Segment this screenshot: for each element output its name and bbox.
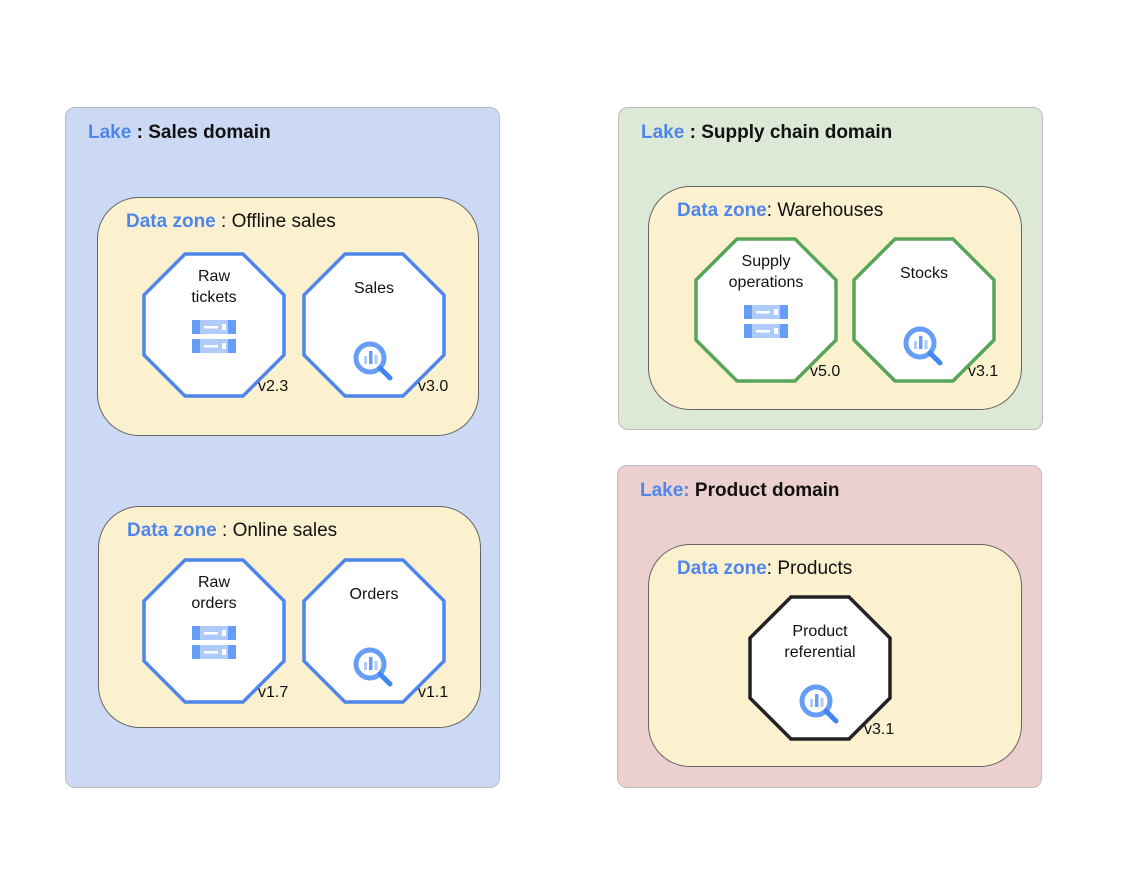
asset-stocks[interactable]: Stocks v3.1 (852, 237, 999, 383)
asset-supply-operations[interactable]: Supply operations v5.0 (694, 237, 841, 383)
version-label: v3.1 (864, 721, 895, 738)
bigquery-icon (352, 340, 396, 389)
asset-label: Stocks (899, 265, 948, 282)
zone-name: Online sales (232, 520, 338, 541)
version-label: v5.0 (810, 363, 841, 380)
storage-icon (192, 318, 236, 361)
version-label: v1.7 (258, 684, 289, 701)
zone-title: Data zone: Warehouses (677, 200, 884, 221)
bigquery-icon (798, 683, 842, 732)
lake-name: Sales domain (148, 122, 271, 143)
lake-name: Product domain (694, 480, 840, 501)
lake-name: Supply chain domain (701, 122, 893, 143)
asset-label: Orders (349, 586, 399, 603)
zone-name: Warehouses (777, 200, 884, 221)
asset-label: Raw orders (191, 574, 237, 612)
storage-icon (192, 624, 236, 667)
asset-orders[interactable]: Orders v1.1 (302, 558, 449, 704)
zone-title: Data zone : Offline sales (126, 211, 336, 232)
lake-title: Lake: Product domain (640, 480, 840, 501)
zone-name: Offline sales (231, 211, 336, 232)
zone-title: Data zone: Products (677, 558, 853, 579)
asset-product-referential[interactable]: Product referential v3.1 (748, 595, 895, 741)
asset-label: Supply operations (728, 253, 804, 291)
lake-title: Lake : Sales domain (88, 122, 271, 143)
asset-label: Sales (353, 280, 395, 297)
asset-raw-tickets[interactable]: Raw tickets v2.3 (142, 252, 289, 398)
storage-icon (744, 303, 788, 346)
version-label: v2.3 (258, 378, 289, 395)
version-label: v1.1 (418, 684, 449, 701)
zone-title: Data zone : Online sales (127, 520, 338, 541)
asset-raw-orders[interactable]: Raw orders v1.7 (142, 558, 289, 704)
bigquery-icon (352, 646, 396, 695)
bigquery-icon (902, 325, 946, 374)
asset-sales[interactable]: Sales v3.0 (302, 252, 449, 398)
version-label: v3.0 (418, 378, 449, 395)
asset-label: Raw tickets (191, 268, 237, 306)
asset-label: Product referential (784, 623, 856, 661)
zone-name: Products (777, 558, 853, 579)
version-label: v3.1 (968, 363, 999, 380)
lake-title: Lake : Supply chain domain (641, 122, 893, 143)
